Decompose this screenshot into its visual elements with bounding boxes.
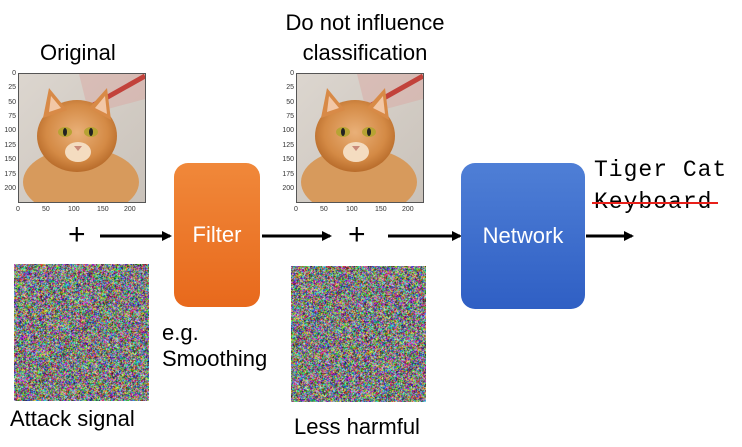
y-tick: 150: [4, 156, 16, 163]
y-tick: 50: [286, 99, 294, 106]
y-tick: 75: [8, 113, 16, 120]
y-tick: 175: [282, 171, 294, 178]
x-tick: 0: [16, 206, 20, 213]
x-tick: 50: [42, 206, 50, 213]
x-tick: 100: [68, 206, 80, 213]
y-tick: 25: [286, 84, 294, 91]
filtered-noise-image: [291, 266, 426, 402]
x-tick: 100: [346, 206, 358, 213]
do-not-influence-line2: classification: [302, 40, 428, 65]
original-label: Original: [40, 40, 116, 65]
y-axis-ticks: 0 25 50 75 100 125 150 175 200: [278, 68, 294, 208]
x-tick: 200: [124, 206, 136, 213]
x-tick: 150: [375, 206, 387, 213]
y-tick: 0: [12, 70, 16, 77]
filtered-cat-image: [296, 73, 424, 203]
cat-image: [18, 73, 146, 203]
y-axis-ticks: 0 25 50 75 100 125 150 175 200: [0, 68, 16, 208]
eg-label: e.g.: [162, 320, 199, 345]
filter-box: Filter: [174, 163, 260, 307]
x-tick: 0: [294, 206, 298, 213]
output-wrong-label: Keyboard: [592, 189, 719, 215]
x-tick: 50: [320, 206, 328, 213]
attack-signal-noise-image: [14, 264, 149, 401]
do-not-influence-label: Do not influence classification: [268, 8, 462, 68]
output-correct-label: Tiger Cat: [594, 157, 728, 183]
y-tick: 200: [282, 185, 294, 192]
smoothing-label: Smoothing: [162, 346, 268, 371]
y-tick: 50: [8, 99, 16, 106]
y-tick: 150: [282, 156, 294, 163]
y-tick: 100: [4, 127, 16, 134]
y-tick: 175: [4, 171, 16, 178]
x-tick: 150: [97, 206, 109, 213]
y-tick: 125: [4, 142, 16, 149]
filtered-image-plot: 0 25 50 75 100 125 150 175 200 0 50 100 …: [278, 68, 426, 218]
y-tick: 25: [8, 84, 16, 91]
network-box: Network: [461, 163, 585, 309]
y-tick: 125: [282, 142, 294, 149]
strikethrough-line: [592, 202, 719, 204]
plus-sign-left: +: [68, 218, 86, 251]
x-tick: 200: [402, 206, 414, 213]
y-tick: 100: [282, 127, 294, 134]
y-tick: 75: [286, 113, 294, 120]
attack-signal-label: Attack signal: [10, 406, 135, 431]
x-axis-ticks: 0 50 100 150 200: [14, 206, 144, 216]
plus-sign-right: +: [348, 218, 366, 251]
do-not-influence-line1: Do not influence: [285, 10, 445, 35]
original-image-plot: 0 25 50 75 100 125 150 175 200 0 50 100 …: [0, 68, 148, 218]
x-axis-ticks: 0 50 100 150 200: [292, 206, 422, 216]
less-harmful-label: Less harmful: [294, 414, 420, 439]
y-tick: 0: [290, 70, 294, 77]
y-tick: 200: [4, 185, 16, 192]
